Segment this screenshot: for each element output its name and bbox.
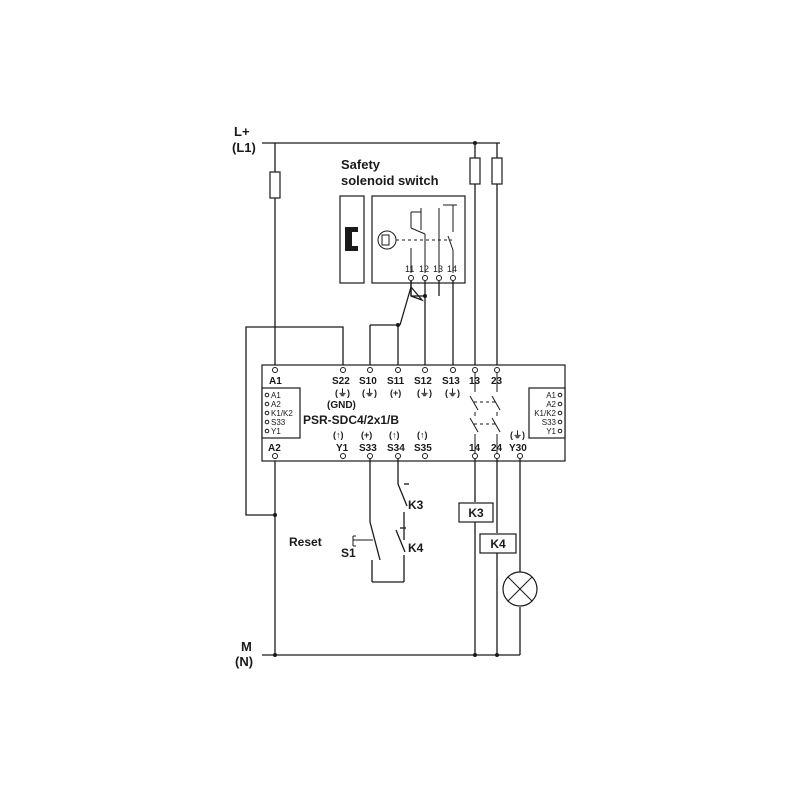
solenoid-switch-body: 11 12 13 14 <box>371 195 466 284</box>
left-block-y1: Y1 <box>271 427 281 436</box>
terminal-s12-sub: (⏚) <box>417 388 432 398</box>
load-wiring <box>474 459 521 655</box>
terminal-a2-label: A2 <box>268 443 281 454</box>
terminal-24-label: 24 <box>491 443 503 454</box>
terminal-s10-sub: (⏚) <box>362 388 377 398</box>
terminal-s11-label: S11 <box>387 376 405 387</box>
solenoid-terminal-14: 14 <box>447 264 457 274</box>
feedback-contact-k3-label: K3 <box>408 498 424 512</box>
lamp-icon <box>502 571 538 607</box>
terminal-s22-label: S22 <box>332 376 350 387</box>
reset-label: Reset <box>289 535 322 549</box>
terminal-y1-sub: (↑) <box>333 430 344 440</box>
left-block-a1: A1 <box>271 391 281 400</box>
left-block-k1k2: K1/K2 <box>271 409 293 418</box>
relay-k3: K3 <box>458 502 494 523</box>
terminal-s11-sub: (+) <box>390 388 401 398</box>
module-bottom-terminals: (↑) (+) (↑) (↑) (⏚) A2 Y1 S33 S34 S35 14… <box>268 430 527 459</box>
solenoid-terminal-13: 13 <box>433 264 443 274</box>
solenoid-title-line2: solenoid switch <box>341 173 439 188</box>
module-left-block: A1 A2 K1/K2 S33 Y1 <box>261 387 301 439</box>
left-block-a2: A2 <box>271 400 281 409</box>
terminal-s35-label: S35 <box>414 443 432 454</box>
solenoid-actuator <box>339 195 365 284</box>
fuse-23-icon <box>491 157 503 185</box>
terminal-s34-label: S34 <box>387 443 405 454</box>
feedback-reset-circuit <box>352 459 409 583</box>
supply-positive-label: L+ <box>234 124 250 139</box>
terminal-a1-label: A1 <box>269 376 282 387</box>
terminal-y1-label: Y1 <box>336 443 349 454</box>
gnd-label: (GND) <box>327 400 356 411</box>
right-block-y1: Y1 <box>546 427 556 436</box>
terminal-s33-sub: (+) <box>361 430 372 440</box>
supply-negative-alt-label: (N) <box>235 654 253 669</box>
right-block-a1: A1 <box>546 391 556 400</box>
module-right-block: A1 A2 K1/K2 S33 Y1 <box>528 387 566 439</box>
terminal-s35-sub: (↑) <box>417 430 428 440</box>
terminal-s12-label: S12 <box>414 376 432 387</box>
left-block-s33: S33 <box>271 418 286 427</box>
solenoid-terminal-11: 11 <box>405 264 414 274</box>
safety-relay-module <box>261 364 566 462</box>
terminal-y30-sub: (⏚) <box>510 430 525 440</box>
terminal-s13-label: S13 <box>442 376 460 387</box>
relay-k4: K4 <box>479 533 517 554</box>
terminal-y30-label: Y30 <box>509 443 527 454</box>
output-contacts <box>469 372 501 456</box>
terminal-s34-sub: (↑) <box>389 430 400 440</box>
terminal-14-label: 14 <box>469 443 481 454</box>
terminal-s33-label: S33 <box>359 443 377 454</box>
solenoid-title-line1: Safety <box>341 157 381 172</box>
terminal-s13-sub: (⏚) <box>445 388 460 398</box>
terminal-s10-label: S10 <box>359 376 377 387</box>
right-block-s33: S33 <box>542 418 557 427</box>
right-block-k1k2: K1/K2 <box>534 409 556 418</box>
reset-switch-label: S1 <box>341 546 356 560</box>
module-name: PSR-SDC4/2x1/B <box>303 413 399 427</box>
relay-k4-label: K4 <box>490 537 506 551</box>
supply-rails <box>262 141 520 657</box>
relay-k3-label: K3 <box>468 506 484 520</box>
feedback-contact-k4-label: K4 <box>408 541 424 555</box>
supply-negative-label: M <box>241 639 252 654</box>
solenoid-terminal-12: 12 <box>419 264 429 274</box>
right-block-a2: A2 <box>546 400 556 409</box>
terminal-s22-sub: (⏚) <box>335 388 350 398</box>
solenoid-to-module-wiring <box>245 281 454 517</box>
supply-positive-alt-label: (L1) <box>232 140 256 155</box>
fuse-a1-icon <box>269 171 281 199</box>
fuse-13-icon <box>469 157 481 185</box>
